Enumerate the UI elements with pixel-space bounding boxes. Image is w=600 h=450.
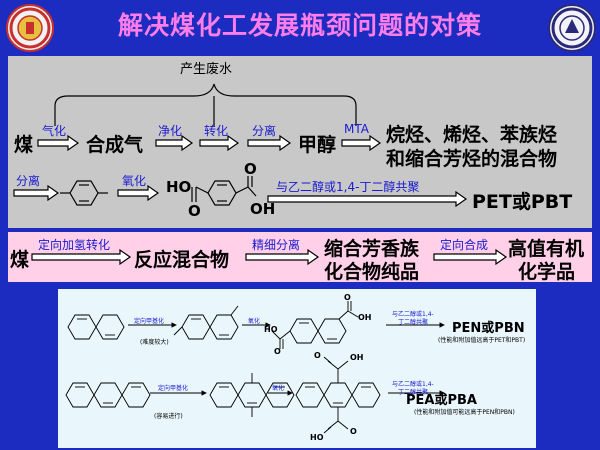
scheme-o-2: O bbox=[344, 293, 351, 302]
purification-label: 净化 bbox=[158, 124, 183, 138]
seal-icon bbox=[551, 7, 593, 49]
directed-hydro-label: 定向加氢转化 bbox=[38, 238, 111, 252]
scheme-o-3: O bbox=[314, 351, 321, 360]
high-value-line2: 化学品 bbox=[518, 261, 576, 283]
pen-pbn-node: PEN或PBN bbox=[452, 321, 525, 336]
mta-label: MTA bbox=[344, 122, 369, 136]
o-top-label: O bbox=[244, 160, 257, 178]
copoly2-line2: 丁二醇共聚 bbox=[398, 389, 429, 396]
coal-node-2: 煤 bbox=[10, 249, 30, 271]
difficulty-note: (难度较大) bbox=[140, 339, 169, 346]
easy-note: (容易进行) bbox=[154, 413, 183, 420]
reaction-scheme-panel: 定向甲基化 (难度较大) 氧化 HO O OH O 与乙二醇或1,4- 丁二醇共… bbox=[58, 289, 536, 448]
pure-compound-line1: 缩合芳香族 bbox=[324, 238, 420, 260]
oxidation1-label: 氧化 bbox=[248, 318, 261, 325]
methylation1-label: 定向甲基化 bbox=[134, 318, 165, 325]
copoly2-line1: 与乙二醇或1,4- bbox=[392, 381, 434, 388]
separation-label: 分离 bbox=[252, 124, 277, 138]
directed-conversion-panel: 煤 定向加氢转化 反应混合物 精细分离 缩合芳香族 化合物纯品 定向合成 高值有… bbox=[8, 232, 592, 283]
scheme-ho-2: HO bbox=[310, 433, 324, 442]
scheme-ho-1: HO bbox=[264, 325, 278, 334]
syngas-node: 合成气 bbox=[86, 134, 144, 156]
coal-to-products-panel: 产生废水 煤 气化 合成气 净化 转化 分离 甲醇 MTA 烷烃、烯烃、苯族烃 … bbox=[8, 56, 592, 228]
ho-label: HO bbox=[166, 178, 192, 196]
high-value-line1: 高值有机 bbox=[508, 238, 585, 260]
gasification-label: 气化 bbox=[42, 124, 67, 138]
emblem-icon bbox=[9, 7, 51, 49]
scheme-oh-1: OH bbox=[358, 313, 372, 322]
oxidation2-label: 氧化 bbox=[272, 385, 285, 392]
performance-note-2: (性能和附加值可能远高于PEN和PBN) bbox=[414, 409, 515, 416]
scheme-structures bbox=[65, 301, 445, 434]
o-bottom-label: O bbox=[188, 202, 201, 220]
wastewater-label: 产生废水 bbox=[180, 62, 233, 77]
pea-pba-node: PEA或PBA bbox=[406, 393, 477, 408]
methylation2-label: 定向甲基化 bbox=[158, 385, 189, 392]
scheme-o-1: O bbox=[274, 347, 281, 356]
performance-note-1: (性能和附加值远高于PET和PBT) bbox=[438, 337, 526, 344]
mixture-node: 反应混合物 bbox=[134, 249, 230, 271]
directed-synthesis-label: 定向合成 bbox=[440, 238, 489, 252]
coal-node: 煤 bbox=[14, 134, 34, 156]
oxidation-label: 氧化 bbox=[122, 174, 147, 188]
fine-separation-label: 精细分离 bbox=[252, 238, 301, 252]
pure-compound-line2: 化合物纯品 bbox=[324, 261, 420, 283]
methanol-node: 甲醇 bbox=[298, 134, 337, 156]
scheme-o-4: O bbox=[350, 427, 357, 436]
conversion-label: 转化 bbox=[204, 124, 229, 138]
products-line2: 和缩合芳烃的混合物 bbox=[386, 148, 558, 170]
university-logo-left bbox=[6, 4, 54, 52]
panel1-arrows bbox=[13, 83, 468, 208]
oh-label: OH bbox=[250, 200, 276, 218]
page-title: 解决煤化工发展瓶颈问题的对策 bbox=[117, 11, 482, 40]
products-line1: 烷烃、烯烃、苯族烃 bbox=[386, 124, 558, 146]
copoly1-line1: 与乙二醇或1,4- bbox=[392, 311, 434, 318]
pet-pbt-node: PET或PBT bbox=[472, 191, 573, 213]
scheme-oh-2: OH bbox=[350, 353, 364, 362]
copoly1-line2: 丁二醇共聚 bbox=[398, 319, 429, 326]
university-logo-right bbox=[548, 4, 596, 52]
copolymerize-label: 与乙二醇或1,4-丁二醇共聚 bbox=[276, 180, 420, 194]
separation2-label: 分离 bbox=[16, 174, 41, 188]
panel2-arrows bbox=[31, 248, 508, 266]
